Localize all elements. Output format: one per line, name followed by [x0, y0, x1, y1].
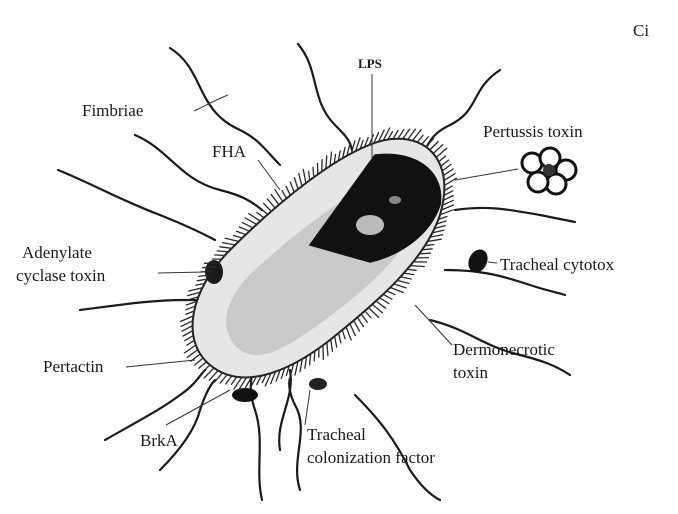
fimbria-hair: [226, 376, 232, 384]
label-dermonecrotic-line2: toxin: [453, 363, 488, 382]
fimbria-hair: [330, 152, 332, 166]
fimbria-hair: [202, 267, 215, 268]
fimbria-hair: [404, 273, 414, 275]
fimbria-hair: [220, 247, 232, 249]
label-tracheal-colonization-line2: colonization factor: [307, 448, 435, 467]
fimbria-hair: [326, 156, 327, 169]
fimbria-hair: [365, 311, 371, 318]
fimbria-hair: [199, 362, 207, 369]
fimbria-hair: [195, 358, 203, 365]
label-fha: FHA: [212, 142, 247, 161]
fimbria-hair: [267, 199, 275, 208]
fimbria-hair: [393, 130, 398, 139]
fimbria-hair: [282, 191, 286, 199]
fimbria-hair: [313, 167, 314, 177]
fimbria-hair: [232, 377, 237, 384]
fimbria-hair: [242, 223, 253, 228]
fimbria-hair: [236, 231, 245, 234]
fimbria-hair: [294, 178, 298, 190]
fimbria-hair: [222, 243, 235, 245]
fimbria-hair: [245, 218, 256, 224]
fimbria-hair: [444, 186, 452, 190]
fimbria-hair: [380, 298, 389, 304]
fimbria-hair: [323, 345, 324, 359]
fimbria-hair: [303, 169, 306, 183]
corner-text: Ci: [633, 21, 649, 40]
fimbria-hair: [249, 214, 261, 222]
fimbria-hair: [394, 284, 406, 288]
fimbria-hair: [327, 342, 328, 355]
fimbria-hair: [239, 227, 249, 231]
fimbria-hair: [185, 336, 194, 341]
fimbria-hair: [335, 336, 337, 347]
fimbria-hair: [286, 186, 290, 195]
fimbria-hair: [342, 330, 345, 339]
fimbria-hair: [339, 333, 341, 343]
fimbria-hair: [271, 194, 279, 204]
label-fimbriae: Fimbriae: [82, 101, 143, 120]
fimbria-hair: [299, 174, 302, 187]
fimbria-hair: [422, 137, 429, 145]
label-adenylate-line1: Adenylate: [22, 243, 92, 262]
fimbria-hair: [358, 317, 364, 326]
fimbria-hair: [182, 326, 193, 332]
fimbria-hair: [372, 304, 382, 312]
fimbria-hair: [257, 212, 264, 217]
fimbria-hair: [407, 269, 416, 270]
pole-blob-left: [232, 388, 258, 402]
fimbria-hair: [383, 294, 392, 299]
fimbria-hair: [354, 321, 360, 332]
fimbria-hair: [217, 251, 228, 252]
fimbria-hair: [361, 314, 367, 322]
bacterium-body: [193, 139, 445, 402]
fimbria-hair: [397, 280, 409, 283]
fimbria-hair: [225, 238, 239, 241]
fimbria-hair: [260, 208, 268, 215]
fimbria-hair: [417, 135, 423, 142]
fimbria-hair: [314, 351, 315, 361]
fimbria-hair: [419, 253, 430, 254]
fimbria-hair: [234, 236, 243, 239]
label-adenylate-line2: cyclase toxin: [16, 266, 106, 285]
label-pertactin: Pertactin: [43, 357, 104, 376]
fimbria-hair: [390, 288, 403, 293]
fimbria-hair: [187, 340, 195, 345]
fimbria-hair: [430, 142, 438, 151]
fimbria-hair: [387, 291, 395, 295]
fimbria-hair: [183, 331, 193, 336]
fimbria-hair: [443, 169, 453, 176]
label-pertussis-toxin: Pertussis toxin: [483, 122, 583, 141]
fimbria-hair: [309, 171, 310, 180]
label-tracheal-colonization-line1: Tracheal: [307, 425, 366, 444]
label-lps: LPS: [358, 56, 382, 71]
fimbria-hair: [204, 365, 211, 371]
fimbria-hair: [275, 190, 283, 202]
fimbria-hair: [346, 327, 351, 340]
pertussis-toxin-cluster: [522, 148, 576, 194]
fimbria-hair: [350, 324, 356, 336]
fimbria-hair: [290, 182, 294, 192]
label-tracheal-cytotox: Tracheal cytotox: [500, 255, 615, 274]
fimbria-hair: [220, 375, 227, 384]
fimbria-hair: [215, 373, 223, 382]
pole-blob-right: [309, 378, 327, 390]
fimbria-hair: [181, 321, 193, 327]
fimbria-hair: [181, 316, 194, 322]
label-dermonecrotic-line1: Dermonecrotic: [453, 340, 555, 359]
fimbria-hair: [441, 160, 449, 166]
fimbria-hair: [376, 301, 386, 308]
fimbria-hair: [439, 156, 446, 162]
fimbria-hair: [401, 277, 412, 279]
fimbria-hair: [264, 204, 272, 212]
fimbria-hair: [442, 164, 451, 171]
fimbria-hair: [398, 130, 404, 139]
label-brk: BrkA: [140, 431, 179, 450]
fimbria-hair: [410, 266, 424, 267]
fimbria-hair: [187, 350, 198, 358]
fimbria-hair: [331, 339, 333, 351]
fimbria-hair: [444, 191, 453, 196]
